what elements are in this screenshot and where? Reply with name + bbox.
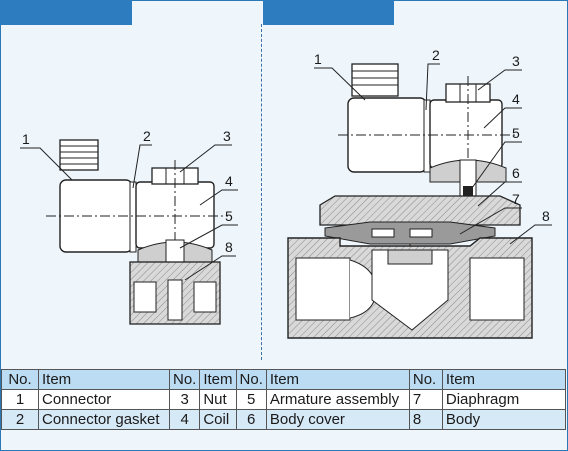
right-body-cover bbox=[319, 195, 521, 226]
cell-item: Diaphragm bbox=[441, 389, 567, 410]
left-callout-2: 2 bbox=[143, 128, 151, 144]
cell-item: Armature assembly bbox=[265, 389, 410, 410]
left-valve-drawing: 1 2 3 4 5 8 bbox=[20, 128, 238, 325]
header-item: Item bbox=[441, 369, 567, 390]
header-no: No. bbox=[235, 369, 267, 390]
right-callout-5: 5 bbox=[512, 125, 520, 141]
parts-table: No. Item No. Item No. Item No. Item 1 Co… bbox=[1, 369, 567, 430]
cell-item: Body bbox=[441, 409, 567, 430]
right-callout-2: 2 bbox=[432, 47, 440, 63]
cell-item: Coil bbox=[199, 409, 237, 430]
right-connector bbox=[351, 63, 399, 97]
left-callout-4: 4 bbox=[225, 173, 233, 189]
right-callout-4: 4 bbox=[512, 91, 520, 107]
left-callout-1: 1 bbox=[22, 131, 30, 147]
right-callout-3: 3 bbox=[512, 53, 520, 69]
cell-no: 2 bbox=[1, 409, 39, 430]
cell-item: Connector bbox=[38, 389, 170, 410]
cell-no: 6 bbox=[235, 409, 267, 430]
left-callout-8: 8 bbox=[225, 239, 233, 255]
cell-item: Body cover bbox=[265, 409, 410, 430]
right-callout-8: 8 bbox=[542, 208, 550, 224]
right-valve-drawing: 1 2 3 4 5 6 7 8 bbox=[287, 47, 552, 339]
left-callout-5: 5 bbox=[225, 208, 233, 224]
header-item: Item bbox=[199, 369, 237, 390]
header-no: No. bbox=[408, 369, 443, 390]
left-callout-3: 3 bbox=[223, 128, 231, 144]
right-callout-1: 1 bbox=[314, 51, 322, 67]
right-callout-7: 7 bbox=[512, 191, 520, 207]
valve-drawings: 1 2 3 4 5 8 bbox=[20, 47, 552, 339]
table-row: 2 Connector gasket 4 Coil 6 Body cover 8… bbox=[1, 409, 567, 430]
left-connector-gasket bbox=[129, 181, 137, 253]
left-panel-tab bbox=[0, 0, 132, 25]
header-no: No. bbox=[168, 369, 201, 390]
right-panel-tab bbox=[263, 0, 394, 25]
table-header-row: No. Item No. Item No. Item No. Item bbox=[1, 369, 567, 390]
cell-no: 5 bbox=[235, 389, 267, 410]
cell-item: Connector gasket bbox=[38, 409, 170, 430]
cell-item: Nut bbox=[199, 389, 237, 410]
table-row: 1 Connector 3 Nut 5 Armature assembly 7 … bbox=[1, 389, 567, 410]
header-item: Item bbox=[38, 369, 170, 390]
cell-no: 3 bbox=[168, 389, 201, 410]
right-connector-gasket bbox=[423, 99, 431, 173]
right-coil bbox=[429, 99, 503, 169]
left-connector bbox=[59, 139, 99, 171]
panel-divider bbox=[261, 24, 262, 360]
cell-no: 1 bbox=[1, 389, 39, 410]
right-callout-6: 6 bbox=[512, 165, 520, 181]
cell-no: 8 bbox=[408, 409, 443, 430]
header-no: No. bbox=[1, 369, 39, 390]
header-item: Item bbox=[265, 369, 410, 390]
cell-no: 4 bbox=[168, 409, 201, 430]
cell-no: 7 bbox=[408, 389, 443, 410]
